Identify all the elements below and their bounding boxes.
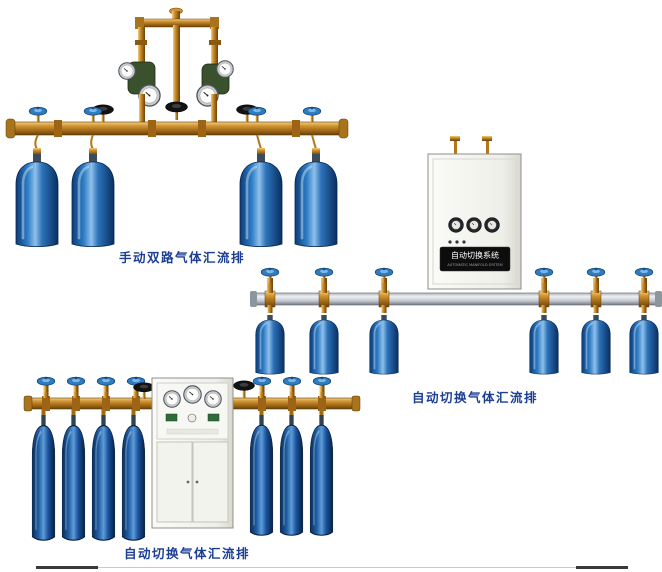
brass-manifold-pipe <box>5 118 349 139</box>
cabinet-panel-title: 自动切换系统 <box>451 250 499 260</box>
product2-caption: 自动切换气体汇流排 <box>411 390 538 405</box>
manifold-connection <box>260 267 280 313</box>
gas-cylinder <box>60 415 87 542</box>
blue-valve-handwheel <box>374 267 394 283</box>
door-handle <box>195 480 199 484</box>
regulator-right <box>196 60 234 122</box>
blue-valve-handwheel <box>312 376 332 392</box>
blue-valve-handwheel <box>282 376 302 392</box>
blue-valve-handwheel <box>83 106 103 122</box>
gas-cylinder <box>70 154 116 248</box>
blue-valve-handwheel <box>534 267 554 283</box>
aluminum-manifold-pipe <box>250 291 662 307</box>
cylinder-drop-stubs <box>41 409 324 416</box>
regulator-left <box>118 61 161 122</box>
gas-cylinder <box>254 315 286 375</box>
edge-line-left-cap <box>36 566 98 569</box>
indicator-light <box>455 240 459 244</box>
gas-cylinder <box>120 415 147 542</box>
pressure-gauge-icon <box>204 390 222 408</box>
small-dial <box>187 413 197 423</box>
blue-valve-handwheel <box>260 267 280 283</box>
gas-cylinder <box>90 415 117 542</box>
cylinder-connections <box>260 267 654 313</box>
blue-valve-handwheel <box>96 376 116 392</box>
pressure-gauge-icon <box>216 60 234 78</box>
cabinet-door-left <box>156 441 193 523</box>
manifold-connection <box>634 267 654 313</box>
edge-line-right-cap <box>576 566 628 569</box>
cylinder-neck-fittings <box>33 148 320 155</box>
manual-dual-manifold-photo <box>5 7 349 248</box>
manifold-connection <box>586 267 606 313</box>
gas-cylinder <box>528 315 560 375</box>
indicator-light <box>462 240 466 244</box>
cabinet-door-right <box>192 441 229 523</box>
gas-cylinder <box>308 415 335 537</box>
pressure-gauge-icon <box>448 217 464 233</box>
blue-valve-handwheel <box>36 376 56 392</box>
auto-switch-floor-manifold-photo <box>23 376 361 542</box>
blue-valve-handwheel <box>28 106 48 122</box>
bottom-edge-line <box>36 566 628 569</box>
label-strip <box>166 428 219 435</box>
cabinet-risers <box>450 136 492 154</box>
cabinet-name-panel <box>439 246 511 272</box>
gas-cylinder <box>628 315 660 375</box>
indicator-label <box>165 413 178 422</box>
cabinet-panel-subtitle: AUTOMATIC MANIFOLD SYSTEM <box>447 263 502 267</box>
product3-caption: 自动切换气体汇流排 <box>123 546 250 561</box>
product1-caption: 手动双路气体汇流排 <box>118 250 245 265</box>
manifold-connection <box>534 267 554 313</box>
outlet-tee-piping <box>135 7 221 112</box>
edge-line-middle <box>36 567 628 568</box>
pressure-gauge-icon <box>466 217 482 233</box>
blue-valve-handwheel <box>314 267 334 283</box>
black-valve-handwheel <box>165 101 188 120</box>
gas-cylinder <box>14 154 60 248</box>
blue-valve-handwheel <box>247 106 267 122</box>
door-handle <box>186 480 190 484</box>
blue-valve-handwheel <box>66 376 86 392</box>
blue-valve-handwheel <box>634 267 654 283</box>
black-valve-handwheel <box>233 380 255 398</box>
manifold-connection <box>314 267 334 313</box>
manifold-connection <box>374 267 394 313</box>
pressure-gauge-icon <box>484 217 500 233</box>
pressure-gauge-icon <box>118 62 136 80</box>
indicator-label <box>207 413 220 422</box>
blue-valve-handwheel <box>586 267 606 283</box>
indicator-light <box>448 240 452 244</box>
gas-cylinder <box>580 315 612 375</box>
pressure-gauge-icon <box>163 390 181 408</box>
blue-valve-handwheel <box>302 106 322 122</box>
control-cabinet: 自动切换系统 AUTOMATIC MANIFOLD SYSTEM <box>427 153 522 290</box>
auto-switch-manifold-photo: 自动切换系统 AUTOMATIC MANIFOLD SYSTEM <box>250 136 662 375</box>
gas-cylinder <box>278 415 305 537</box>
floor-cabinet <box>151 377 234 529</box>
gas-cylinder <box>30 415 57 542</box>
gas-cylinder <box>368 315 400 375</box>
blue-valve-handwheel <box>252 376 272 392</box>
gas-cylinder <box>248 415 275 537</box>
gas-cylinder <box>308 315 340 375</box>
pressure-gauge-icon <box>183 385 202 404</box>
